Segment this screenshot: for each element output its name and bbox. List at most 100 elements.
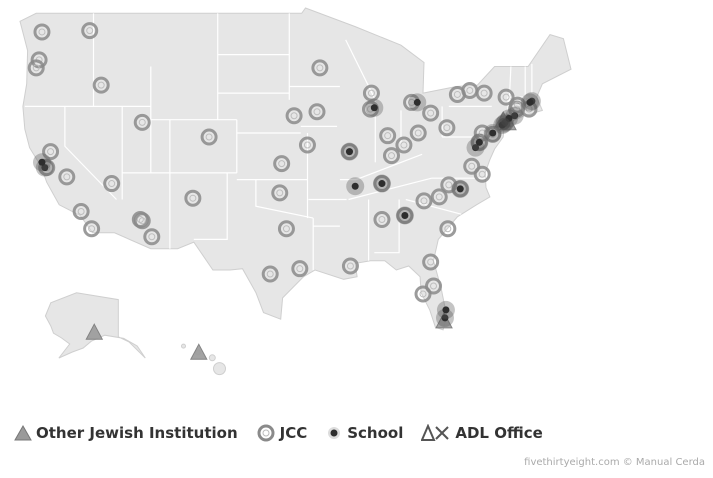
school-dot: [511, 112, 519, 120]
other-jewish-institution-marker: [189, 343, 208, 360]
jcc-ring-inner: [420, 197, 428, 205]
jcc-ring-inner: [478, 129, 486, 137]
jcc-ring-outer: [425, 277, 443, 295]
jcc-ring-outer: [311, 59, 329, 77]
jcc-ring-inner: [97, 81, 105, 89]
jcc-marker: [72, 202, 90, 220]
jcc-marker: [422, 253, 440, 271]
jcc-ring-outer: [277, 220, 295, 238]
state-border-32: [405, 198, 462, 215]
jcc-ring-inner: [427, 109, 435, 117]
jcc-ring-inner: [453, 90, 461, 98]
jcc-ring-outer: [27, 59, 45, 77]
legend: Other Jewish Institution JCC School ADL …: [14, 420, 561, 446]
jcc-marker: [430, 188, 448, 206]
jcc-ring-outer: [72, 202, 90, 220]
jcc-ring-inner: [138, 217, 146, 225]
credit: fivethirtyeight.com © Manual Cerda: [524, 457, 705, 468]
school-dot: [472, 144, 480, 152]
school-dot: [413, 98, 421, 106]
jcc-ring-outer: [414, 285, 432, 303]
jcc-ring-inner: [466, 86, 474, 94]
school-dot: [351, 182, 359, 190]
jcc-ring-outer: [463, 157, 481, 175]
jcc-ring-outer: [341, 257, 359, 275]
jcc-marker: [298, 136, 316, 154]
jcc-ring-outer: [509, 96, 527, 114]
jcc-ring-outer: [33, 23, 51, 41]
jcc-marker: [395, 136, 413, 154]
jcc-ring-inner: [525, 105, 533, 113]
jcc-marker: [438, 119, 456, 137]
school-dot: [475, 138, 483, 146]
jcc-ring-inner: [313, 108, 321, 116]
jcc-marker: [448, 85, 466, 103]
legend-adl: ADL Office: [421, 424, 543, 442]
jcc-marker: [291, 260, 309, 278]
jcc-marker: [133, 212, 151, 230]
jcc-marker: [473, 124, 491, 142]
jcc-ring-inner: [32, 64, 40, 72]
jcc-marker: [415, 192, 433, 210]
school-marker: [435, 308, 454, 327]
jcc-ring-inner: [387, 152, 395, 160]
jcc-ring-outer: [409, 124, 427, 142]
jcc-ring-inner: [514, 101, 522, 109]
state-border-36: [508, 66, 512, 107]
state-border-39: [507, 96, 529, 120]
jcc-marker: [273, 155, 291, 173]
jcc-marker: [200, 128, 218, 146]
jcc-ring-inner: [419, 290, 427, 298]
jcc-ring-outer: [473, 165, 491, 183]
jcc-ring-outer: [38, 159, 56, 177]
jcc-ring-inner: [316, 64, 324, 72]
school-marker: [483, 124, 502, 143]
jcc-ring-inner: [296, 265, 304, 273]
jcc-ring-outer: [271, 184, 289, 202]
jcc-ring-inner: [346, 262, 354, 270]
jcc-ring-outer: [415, 192, 433, 210]
jcc-ring-outer: [451, 180, 469, 198]
jcc-marker: [475, 84, 493, 102]
jcc-ring-outer: [438, 119, 456, 137]
jcc-ring-outer: [379, 127, 397, 145]
jcc-marker: [422, 104, 440, 122]
jcc-ring-outer: [285, 107, 303, 125]
school-dot: [526, 98, 534, 106]
state-border-4: [64, 106, 117, 200]
jcc-marker: [473, 165, 491, 183]
jcc-ring-outer: [308, 103, 326, 121]
jcc-ring-outer: [382, 147, 400, 165]
hawaii-island-3: [181, 343, 186, 349]
school-dot: [41, 164, 49, 172]
state-border-17: [255, 179, 314, 219]
jcc-marker: [414, 285, 432, 303]
jcc-ring-inner: [38, 28, 46, 36]
jcc-ring-outer: [291, 260, 309, 278]
jcc-ring-inner: [86, 27, 94, 35]
jcc-ring-outer: [448, 85, 466, 103]
hawaii-island-1: [208, 354, 216, 362]
jcc-ring-outer: [92, 76, 110, 94]
jcc-marker: [509, 96, 527, 114]
jcc-ring-outer: [261, 265, 279, 283]
jcc-ring-outer: [200, 128, 218, 146]
jcc-ring-inner: [189, 194, 197, 202]
jcc-marker: [81, 22, 99, 40]
other-jewish-institution-marker: [85, 323, 104, 340]
legend-other: Other Jewish Institution: [14, 424, 238, 442]
jcc-marker: [83, 220, 101, 238]
land-layer: [19, 7, 572, 376]
jcc-marker: [285, 107, 303, 125]
jcc-marker: [143, 228, 161, 246]
jcc-ring-inner: [414, 129, 422, 137]
jcc-ring-inner: [47, 148, 55, 156]
jcc-ring-inner: [136, 215, 144, 223]
jcc-ring-outer: [430, 188, 448, 206]
school-marker: [340, 142, 359, 161]
school-dot: [456, 185, 464, 193]
jcc-marker: [311, 59, 329, 77]
jcc-ring-inner: [384, 132, 392, 140]
jcc-ring-outer: [373, 210, 391, 228]
jcc-ring-inner: [480, 89, 488, 97]
